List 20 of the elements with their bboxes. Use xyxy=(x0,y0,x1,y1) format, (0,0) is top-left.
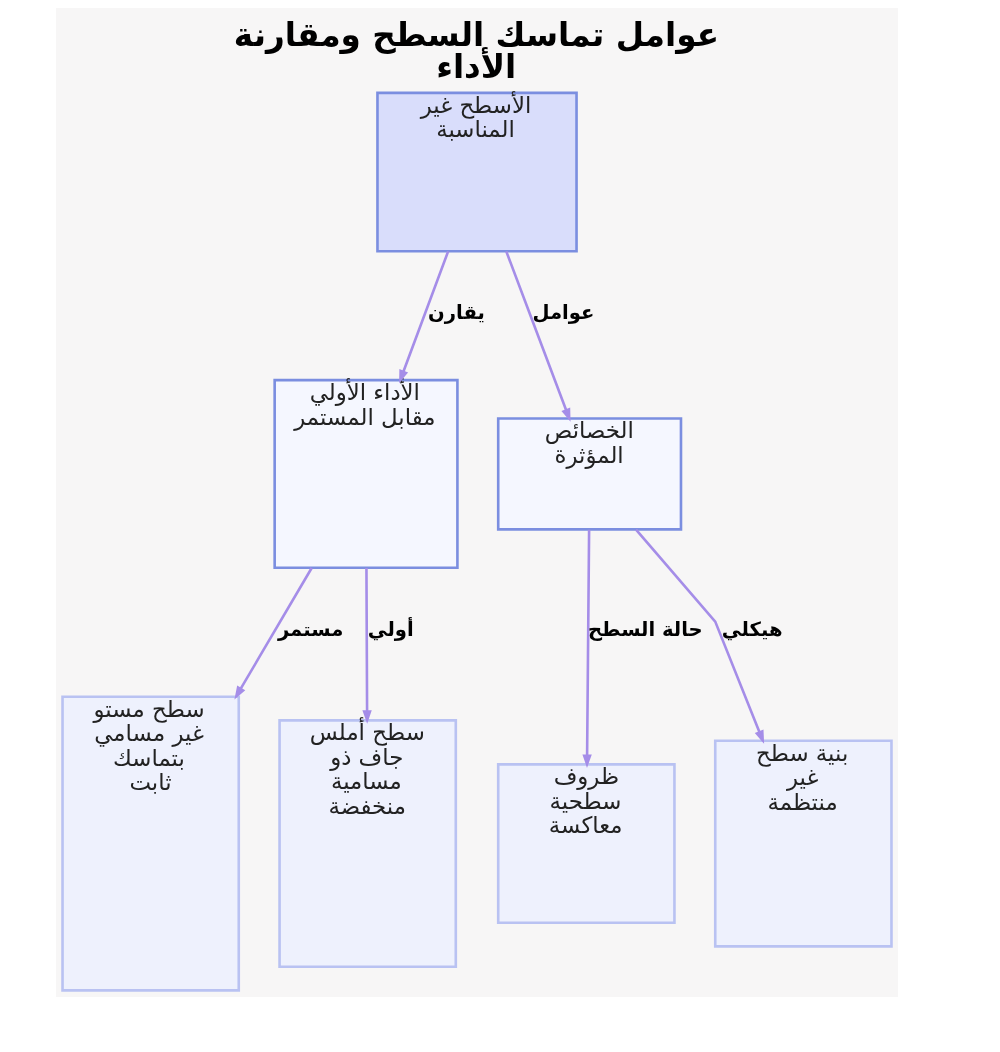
arrow xyxy=(504,250,571,422)
node-box: الأداء الأولي مقابل المستمر xyxy=(272,378,459,570)
arrow xyxy=(361,568,372,724)
node-box: ظروف سطحية معاكسة xyxy=(496,763,676,924)
node-box: الأسطح غير المناسبة xyxy=(375,91,578,253)
edge-label: يقارن xyxy=(427,301,485,325)
node-box: سطح أملس جاف ذو مسامية منخفضة xyxy=(277,719,457,969)
node-box: الخصائص المؤثرة xyxy=(496,417,682,531)
arrow xyxy=(398,250,449,384)
edge-label: عوامل xyxy=(531,301,594,325)
edge-label: أولي xyxy=(367,617,414,641)
edge-label: هيكلي xyxy=(721,617,783,641)
node-box: سطح مستو غير مسامي بتماسك ثابت xyxy=(60,695,240,992)
diagram-title: عوامل تماسك السطح ومقارنة الأداء xyxy=(233,15,719,87)
arrow xyxy=(634,528,764,744)
edge-label: حالة السطح xyxy=(587,617,703,641)
edge-label: مستمر xyxy=(277,617,343,641)
node-box: بنية سطح غير منتظمة xyxy=(713,739,893,948)
arrow xyxy=(233,567,313,700)
arrow xyxy=(581,529,592,768)
